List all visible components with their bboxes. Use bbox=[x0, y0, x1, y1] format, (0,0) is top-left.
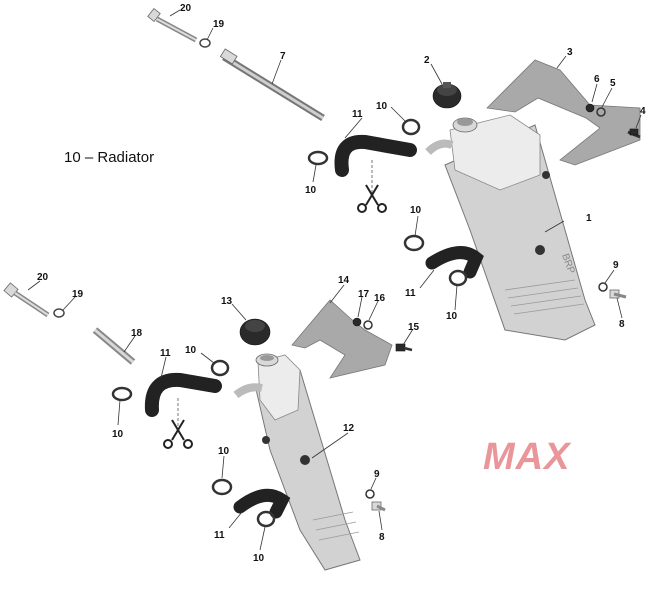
bolt-part-15 bbox=[395, 343, 413, 352]
callout-13: 13 bbox=[221, 296, 233, 307]
clamp-part-10-a bbox=[401, 118, 421, 136]
bolt-part-8-upper bbox=[609, 289, 627, 299]
callout-10-b: 10 bbox=[305, 185, 317, 196]
callout-10-a: 10 bbox=[376, 101, 388, 112]
callout-10-h: 10 bbox=[253, 553, 265, 564]
bracket-part-14 bbox=[291, 299, 393, 379]
hose-part-11-lower bbox=[144, 372, 222, 417]
callout-19-top: 19 bbox=[213, 19, 225, 30]
callout-11-lower-small: 11 bbox=[214, 530, 225, 541]
bracket-part-3 bbox=[486, 59, 641, 166]
callout-15: 15 bbox=[408, 322, 420, 333]
callout-10-d: 10 bbox=[446, 311, 458, 322]
fitting-part-18 bbox=[92, 327, 136, 365]
bolt-part-20-lower bbox=[3, 282, 50, 318]
max-watermark: MAX bbox=[483, 436, 571, 478]
clamp-part-10-d bbox=[448, 269, 468, 287]
hose-part-11-lower-small bbox=[233, 488, 291, 519]
leader-lines bbox=[27, 9, 642, 551]
callout-6: 6 bbox=[594, 74, 600, 85]
callout-12: 12 bbox=[343, 423, 355, 434]
callout-8-upper: 8 bbox=[619, 319, 625, 330]
callout-3: 3 bbox=[567, 47, 573, 58]
cap-part-13 bbox=[239, 318, 271, 346]
washer-part-5 bbox=[596, 107, 606, 117]
washer-part-9-lower bbox=[365, 489, 375, 499]
bolt-part-8-lower bbox=[371, 501, 386, 512]
callout-9-lower: 9 bbox=[374, 469, 380, 480]
cap-part-2 bbox=[432, 82, 462, 109]
radiator-part-12 bbox=[233, 353, 361, 571]
callout-1: 1 bbox=[586, 213, 592, 224]
washer-part-9-upper bbox=[598, 282, 608, 292]
clamp-part-10-c bbox=[403, 234, 425, 252]
callout-7: 7 bbox=[280, 51, 286, 62]
clamp-part-10-b bbox=[307, 150, 329, 166]
callout-11-upper: 11 bbox=[352, 109, 363, 120]
washer-part-19-top bbox=[199, 38, 211, 48]
callout-5: 5 bbox=[610, 78, 616, 89]
callout-11-mid: 11 bbox=[405, 288, 416, 299]
callout-18: 18 bbox=[131, 328, 143, 339]
clamp-part-10-e bbox=[210, 359, 230, 377]
scissors-icon-upper bbox=[357, 160, 387, 213]
diagram-title: 10 – Radiator bbox=[64, 149, 155, 166]
callout-11-lower: 11 bbox=[160, 348, 171, 359]
clamp-part-10-h bbox=[256, 510, 276, 528]
callout-4: 4 bbox=[640, 106, 646, 117]
callout-14: 14 bbox=[338, 275, 350, 286]
hose-part-11-upper bbox=[334, 134, 417, 177]
callout-20-top: 20 bbox=[180, 3, 192, 14]
nut-part-17 bbox=[352, 317, 362, 327]
washer-part-19-lower bbox=[53, 308, 65, 318]
rod-part-7 bbox=[219, 48, 325, 121]
callout-9-upper: 9 bbox=[613, 260, 619, 271]
callout-8-lower: 8 bbox=[379, 532, 385, 543]
clamp-part-10-f bbox=[111, 386, 133, 402]
clamp-part-10-g bbox=[211, 478, 233, 496]
callout-10-f: 10 bbox=[112, 429, 124, 440]
bolt-part-4 bbox=[627, 128, 641, 139]
radiator-part-1: BRP bbox=[425, 114, 596, 341]
bolt-part-20-top bbox=[147, 8, 198, 43]
hose-part-11-mid bbox=[425, 246, 484, 279]
callout-20-lower: 20 bbox=[37, 272, 49, 283]
callout-10-e: 10 bbox=[185, 345, 197, 356]
nut-part-6 bbox=[585, 103, 595, 113]
callout-16: 16 bbox=[374, 293, 386, 304]
washer-part-16 bbox=[363, 320, 373, 330]
callout-10-c: 10 bbox=[410, 205, 422, 216]
callout-2: 2 bbox=[424, 55, 430, 66]
callout-17: 17 bbox=[358, 289, 370, 300]
callout-10-g: 10 bbox=[218, 446, 230, 457]
callout-19-lower: 19 bbox=[72, 289, 84, 300]
scissors-icon-lower bbox=[163, 398, 193, 449]
